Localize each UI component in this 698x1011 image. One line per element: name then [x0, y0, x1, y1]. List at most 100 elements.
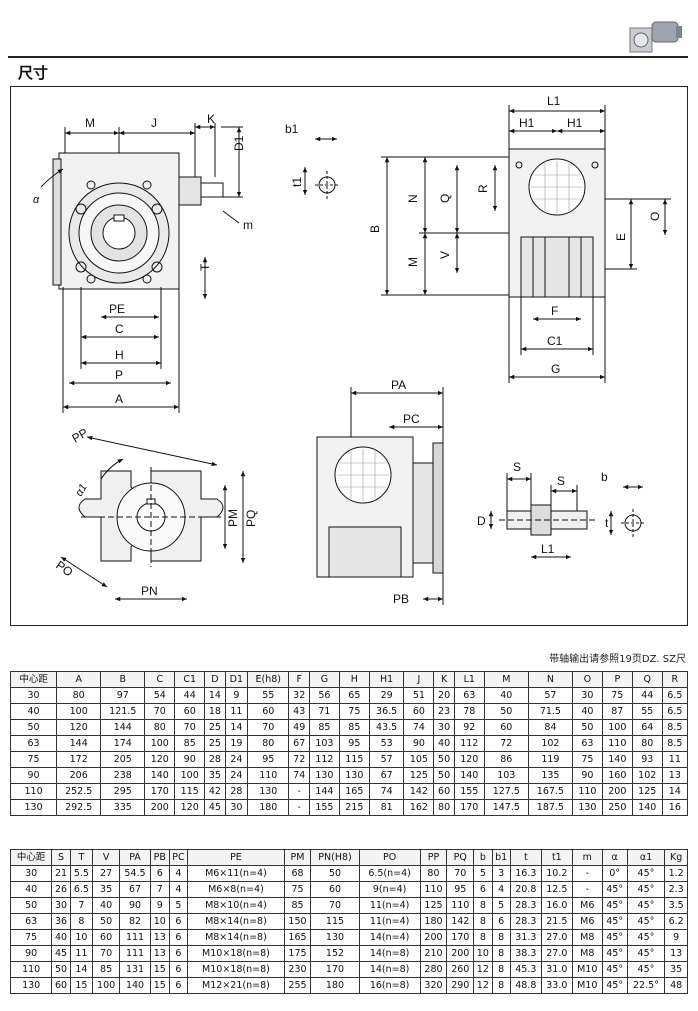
table-cell: 90 — [118, 897, 152, 914]
table-cell: 13 — [150, 929, 170, 946]
table-cell: 35 — [204, 767, 226, 784]
table-cell: 8 — [69, 913, 94, 930]
table-cell: 125 — [631, 783, 663, 800]
table-cell: 5 — [491, 897, 511, 914]
table-cell: 290 — [446, 977, 475, 994]
column-header: A — [56, 671, 102, 688]
column-header: b1 — [491, 849, 511, 866]
table-cell: 40 — [9, 881, 53, 898]
column-header: α — [601, 849, 628, 866]
table-cell: 100 — [92, 977, 120, 994]
dim-label-t1: t1 — [290, 177, 304, 187]
table-cell: 120 — [174, 799, 206, 816]
table-cell: 24 — [224, 767, 249, 784]
column-header: V — [92, 849, 120, 866]
dim-label-b1: b1 — [285, 122, 299, 136]
table-cell: 5 — [473, 865, 493, 882]
table-cell: 260 — [446, 961, 475, 978]
table-cell: 14(n=8) — [358, 961, 421, 978]
table-cell: 30 — [9, 865, 53, 882]
table-cell: 65 — [338, 687, 370, 704]
dim-label-PC: PC — [403, 412, 420, 426]
dim-label-H1-right: H1 — [567, 116, 583, 130]
table-cell: M8×10(n=4) — [187, 897, 285, 914]
table-cell: 16.0 — [540, 897, 573, 914]
table-cell: 8.5 — [661, 735, 689, 752]
table-cell: 90 — [9, 767, 58, 784]
table-cell: 200 — [144, 799, 176, 816]
column-header: L1 — [453, 671, 485, 688]
table-cell: 7 — [69, 897, 94, 914]
table-cell: 215 — [338, 799, 370, 816]
table-cell: 21 — [51, 865, 71, 882]
table-cell: 6 — [168, 961, 189, 978]
table-cell: 50 — [51, 961, 71, 978]
table-cell: 80 — [631, 735, 663, 752]
table-cell: 172 — [56, 751, 102, 768]
table-cell: 147.5 — [483, 799, 529, 816]
table-cell: 11(n=4) — [358, 897, 421, 914]
table-cell: 125 — [403, 767, 435, 784]
table-cell: 84 — [527, 719, 573, 736]
table-cell: M6×11(n=4) — [187, 865, 285, 882]
table-cell: 68 — [283, 865, 312, 882]
table-cell: 174 — [100, 735, 146, 752]
table-cell: 75 — [601, 687, 633, 704]
dim-label-H1-left: H1 — [519, 116, 535, 130]
column-header: 中心距 — [9, 671, 58, 688]
table-cell: 48 — [664, 977, 688, 994]
output-shaft-detail — [488, 473, 645, 560]
table-cell: 9 — [224, 687, 249, 704]
column-header: t — [509, 849, 542, 866]
table-cell: 180 — [310, 977, 360, 994]
table-cell: 28.3 — [509, 913, 542, 930]
table-cell: - — [288, 783, 310, 800]
dimension-drawings: M J K D1 α m T PE C H P A b1 t1 L1 H1 H1… — [33, 94, 671, 606]
table-cell: 9(n=4) — [358, 881, 421, 898]
table-cell: 111 — [118, 945, 152, 962]
table-cell: 75 — [283, 881, 312, 898]
table-cell: 78 — [453, 703, 485, 720]
table-cell: 130 — [247, 783, 290, 800]
table-cell: 11(n=4) — [358, 913, 421, 930]
table-cell: 14 — [224, 719, 249, 736]
table-cell: 85 — [174, 735, 206, 752]
table-cell: 42 — [204, 783, 226, 800]
table-cell: 70 — [310, 897, 360, 914]
table-cell: 15 — [150, 961, 170, 978]
table-cell: 43.5 — [368, 719, 405, 736]
shaft-output-note: 带轴输出请参照19页DZ. SZ尺 — [549, 654, 686, 665]
table-cell: 71.5 — [527, 703, 573, 720]
dim-label-PE: PE — [109, 302, 125, 316]
column-header: K — [433, 671, 455, 688]
dim-label-C1: C1 — [547, 334, 563, 348]
table-cell: 22.5° — [626, 977, 666, 994]
table-cell: 20 — [433, 687, 455, 704]
table-cell: 45° — [626, 881, 666, 898]
table-cell: M8×14(n=8) — [187, 913, 285, 930]
table-cell: 70 — [446, 865, 475, 882]
table-cell: 6 — [168, 913, 189, 930]
table-cell: 75 — [571, 751, 603, 768]
table-cell: 92 — [453, 719, 485, 736]
table-cell: 210 — [419, 945, 448, 962]
table-cell: 155 — [308, 799, 340, 816]
dim-label-C: C — [115, 322, 124, 336]
table-cell: 85 — [92, 961, 120, 978]
table-cell: 29 — [368, 687, 405, 704]
table-cell: 54.5 — [118, 865, 152, 882]
column-header: PC — [168, 849, 189, 866]
table-cell: 11 — [69, 945, 94, 962]
table-cell: 4 — [168, 865, 189, 882]
table-cell: 120 — [56, 719, 102, 736]
dim-label-H: H — [115, 348, 124, 362]
table-cell: 110 — [419, 881, 448, 898]
dim-label-V: V — [438, 251, 452, 259]
table-cell: 60 — [92, 929, 120, 946]
table-cell: 6 — [168, 977, 189, 994]
